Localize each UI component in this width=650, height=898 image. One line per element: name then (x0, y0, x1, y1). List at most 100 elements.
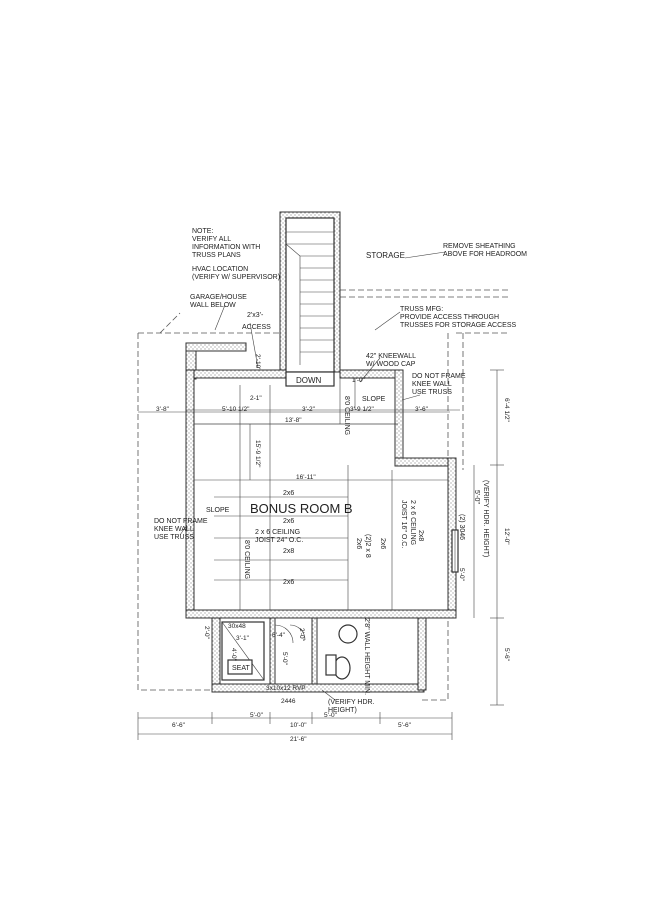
svg-text:2'-10": 2'-10" (254, 354, 261, 371)
svg-text:USE TRUSS: USE TRUSS (412, 389, 452, 396)
svg-text:DO NOT FRAME: DO NOT FRAME (412, 373, 466, 380)
svg-text:(VERIFY HDR. HEIGHT): (VERIFY HDR. HEIGHT) (482, 480, 489, 557)
storage-label: STORAGE (366, 251, 405, 260)
svg-text:16'-11": 16'-11" (296, 474, 316, 481)
note-hvac: HVAC LOCATION (VERIFY W/ SUPERVISOR) (192, 266, 280, 281)
svg-text:4'-0": 4'-0" (230, 648, 237, 662)
ceiling-left-label: 2 x 6 CEILING JOIST 24" O.C. (255, 529, 303, 544)
svg-text:3'-2": 3'-2" (302, 406, 316, 413)
svg-text:2x6: 2x6 (283, 490, 294, 497)
window-bottom-label: 2446 (281, 698, 296, 705)
svg-text:15'-9 1/2": 15'-9 1/2" (254, 440, 261, 468)
svg-text:5'-0": 5'-0" (324, 712, 338, 719)
down-label: DOWN (296, 376, 322, 385)
wall-height-note: 2'8" WALL HEIGHT MIN. (363, 618, 370, 695)
svg-text:DO NOT FRAME: DO NOT FRAME (154, 518, 208, 525)
dimension-texts: 3'-8" 5'-10 1/2" 3'-2" 3'-9 1/2" 3'-6" 1… (156, 354, 510, 743)
svg-text:INFORMATION WITH: INFORMATION WITH (192, 244, 260, 251)
svg-text:5'-10 1/2": 5'-10 1/2" (222, 406, 250, 413)
svg-text:3'-1": 3'-1" (236, 635, 250, 642)
svg-text:2'-0": 2'-0" (203, 626, 210, 640)
svg-text:W/ WOOD CAP: W/ WOOD CAP (366, 361, 416, 368)
svg-text:2x6: 2x6 (283, 579, 294, 586)
svg-text:REMOVE SHEATHING: REMOVE SHEATHING (443, 243, 516, 250)
svg-text:3'-9 1/2": 3'-9 1/2" (350, 406, 374, 413)
note-access: 2'x3'- ACCESS (242, 312, 271, 331)
sink-icon (338, 624, 358, 644)
svg-text:NOTE:: NOTE: (192, 228, 213, 235)
note-do-not-frame-left: DO NOT FRAME KNEE WALL USE TRUSS (154, 518, 208, 541)
flat-ceiling-label: 8'0 CEILING (243, 540, 250, 579)
stair-treads (285, 231, 334, 365)
svg-text:13'-8": 13'-8" (285, 417, 302, 424)
svg-text:2'-0": 2'-0" (298, 628, 305, 642)
svg-text:(VERIFY W/ SUPERVISOR): (VERIFY W/ SUPERVISOR) (192, 274, 280, 281)
svg-text:HVAC LOCATION: HVAC LOCATION (192, 266, 248, 273)
svg-text:42" KNEEWALL: 42" KNEEWALL (366, 353, 416, 360)
note-truss-mfg: TRUSS MFG: PROVIDE ACCESS THROUGH TRUSSE… (400, 306, 517, 329)
bath-fixtures (221, 621, 358, 681)
note-verify-hdr-right: (VERIFY HDR. HEIGHT) 5'-0" (473, 480, 489, 557)
dimension-lines (137, 369, 504, 740)
joist-labels: 2x6 2x6 2x8 2x6 2x8 2x6 2x6 (2)2 x 8 (283, 490, 424, 586)
svg-text:ABOVE FOR HEADROOM: ABOVE FOR HEADROOM (443, 251, 527, 258)
slope-right-label: SLOPE (362, 396, 386, 403)
svg-text:2x6: 2x6 (355, 538, 362, 549)
svg-text:3'-6": 3'-6" (415, 406, 429, 413)
roof-outline (137, 289, 510, 701)
note-kneewall: 42" KNEEWALL W/ WOOD CAP (366, 353, 416, 368)
svg-text:21'-6": 21'-6" (290, 736, 307, 743)
slope-left-label: SLOPE (206, 507, 230, 514)
note-do-not-frame-right: DO NOT FRAME KNEE WALL USE TRUSS (412, 373, 466, 396)
svg-text:GARAGE/HOUSE: GARAGE/HOUSE (190, 294, 247, 301)
svg-text:JOIST 24" O.C.: JOIST 24" O.C. (255, 537, 303, 544)
svg-text:2x8: 2x8 (283, 548, 294, 555)
note-remove-sheathing: REMOVE SHEATHING ABOVE FOR HEADROOM (443, 243, 527, 258)
svg-text:2'x3'-: 2'x3'- (247, 312, 264, 319)
svg-text:5'-6": 5'-6" (503, 648, 510, 662)
svg-text:(2)2 x 8: (2)2 x 8 (364, 534, 371, 558)
svg-text:VERIFY ALL: VERIFY ALL (192, 236, 231, 243)
svg-text:5'-6": 5'-6" (398, 722, 412, 729)
svg-text:TRUSSES FOR STORAGE ACCESS: TRUSSES FOR STORAGE ACCESS (400, 322, 517, 329)
stair-chase (279, 211, 341, 373)
svg-text:5'-0": 5'-0" (458, 568, 465, 582)
svg-text:TRUSS MFG:: TRUSS MFG: (400, 306, 443, 313)
svg-text:10'-0": 10'-0" (290, 722, 307, 729)
shower-label: 30x48 (228, 623, 246, 630)
svg-text:KNEE WALL: KNEE WALL (154, 526, 194, 533)
svg-text:3'-8": 3'-8" (156, 406, 170, 413)
right-window (451, 529, 459, 573)
door-swing-icon (274, 624, 294, 644)
svg-text:2x6: 2x6 (379, 538, 386, 549)
svg-text:5'-0": 5'-0" (473, 490, 480, 504)
leader-lines (179, 251, 446, 701)
svg-text:2x8: 2x8 (417, 530, 424, 541)
window-label: (2) 3046 (458, 514, 465, 540)
cabinet-label: 3x10x12 RVP (266, 685, 306, 692)
svg-text:ACCESS: ACCESS (242, 324, 271, 331)
svg-text:2 x 6 CEILING: 2 x 6 CEILING (255, 529, 300, 536)
seat-icon (227, 659, 253, 675)
svg-text:KNEE WALL: KNEE WALL (412, 381, 452, 388)
svg-text:TRUSS PLANS: TRUSS PLANS (192, 252, 241, 259)
note-verify-hdr-bottom: (VERIFY HDR. HEIGHT) (328, 699, 375, 714)
svg-text:5'-0": 5'-0" (281, 652, 288, 666)
svg-text:6'-4": 6'-4" (272, 632, 286, 639)
note-verify: NOTE: VERIFY ALL INFORMATION WITH TRUSS … (192, 228, 260, 259)
seat-label: SEAT (232, 665, 250, 672)
svg-text:12'-0": 12'-0" (503, 528, 510, 545)
flat-ceiling-label-2: 8'0 CEILING (343, 396, 350, 435)
svg-text:2 x 6 CEILING: 2 x 6 CEILING (409, 500, 416, 545)
ceiling-right-label: 2 x 6 CEILING JOIST 16" O.C. (400, 500, 416, 548)
svg-text:WALL BELOW: WALL BELOW (190, 302, 236, 309)
svg-text:5'-0": 5'-0" (250, 712, 264, 719)
svg-text:(VERIFY HDR.: (VERIFY HDR. (328, 699, 375, 706)
svg-text:USE TRUSS: USE TRUSS (154, 534, 194, 541)
svg-text:2-1": 2-1" (250, 395, 262, 402)
svg-text:6'-6": 6'-6" (172, 722, 186, 729)
svg-text:2x6: 2x6 (283, 518, 294, 525)
note-garage-wall: GARAGE/HOUSE WALL BELOW (190, 294, 247, 309)
svg-text:JOIST 16" O.C.: JOIST 16" O.C. (400, 500, 407, 548)
